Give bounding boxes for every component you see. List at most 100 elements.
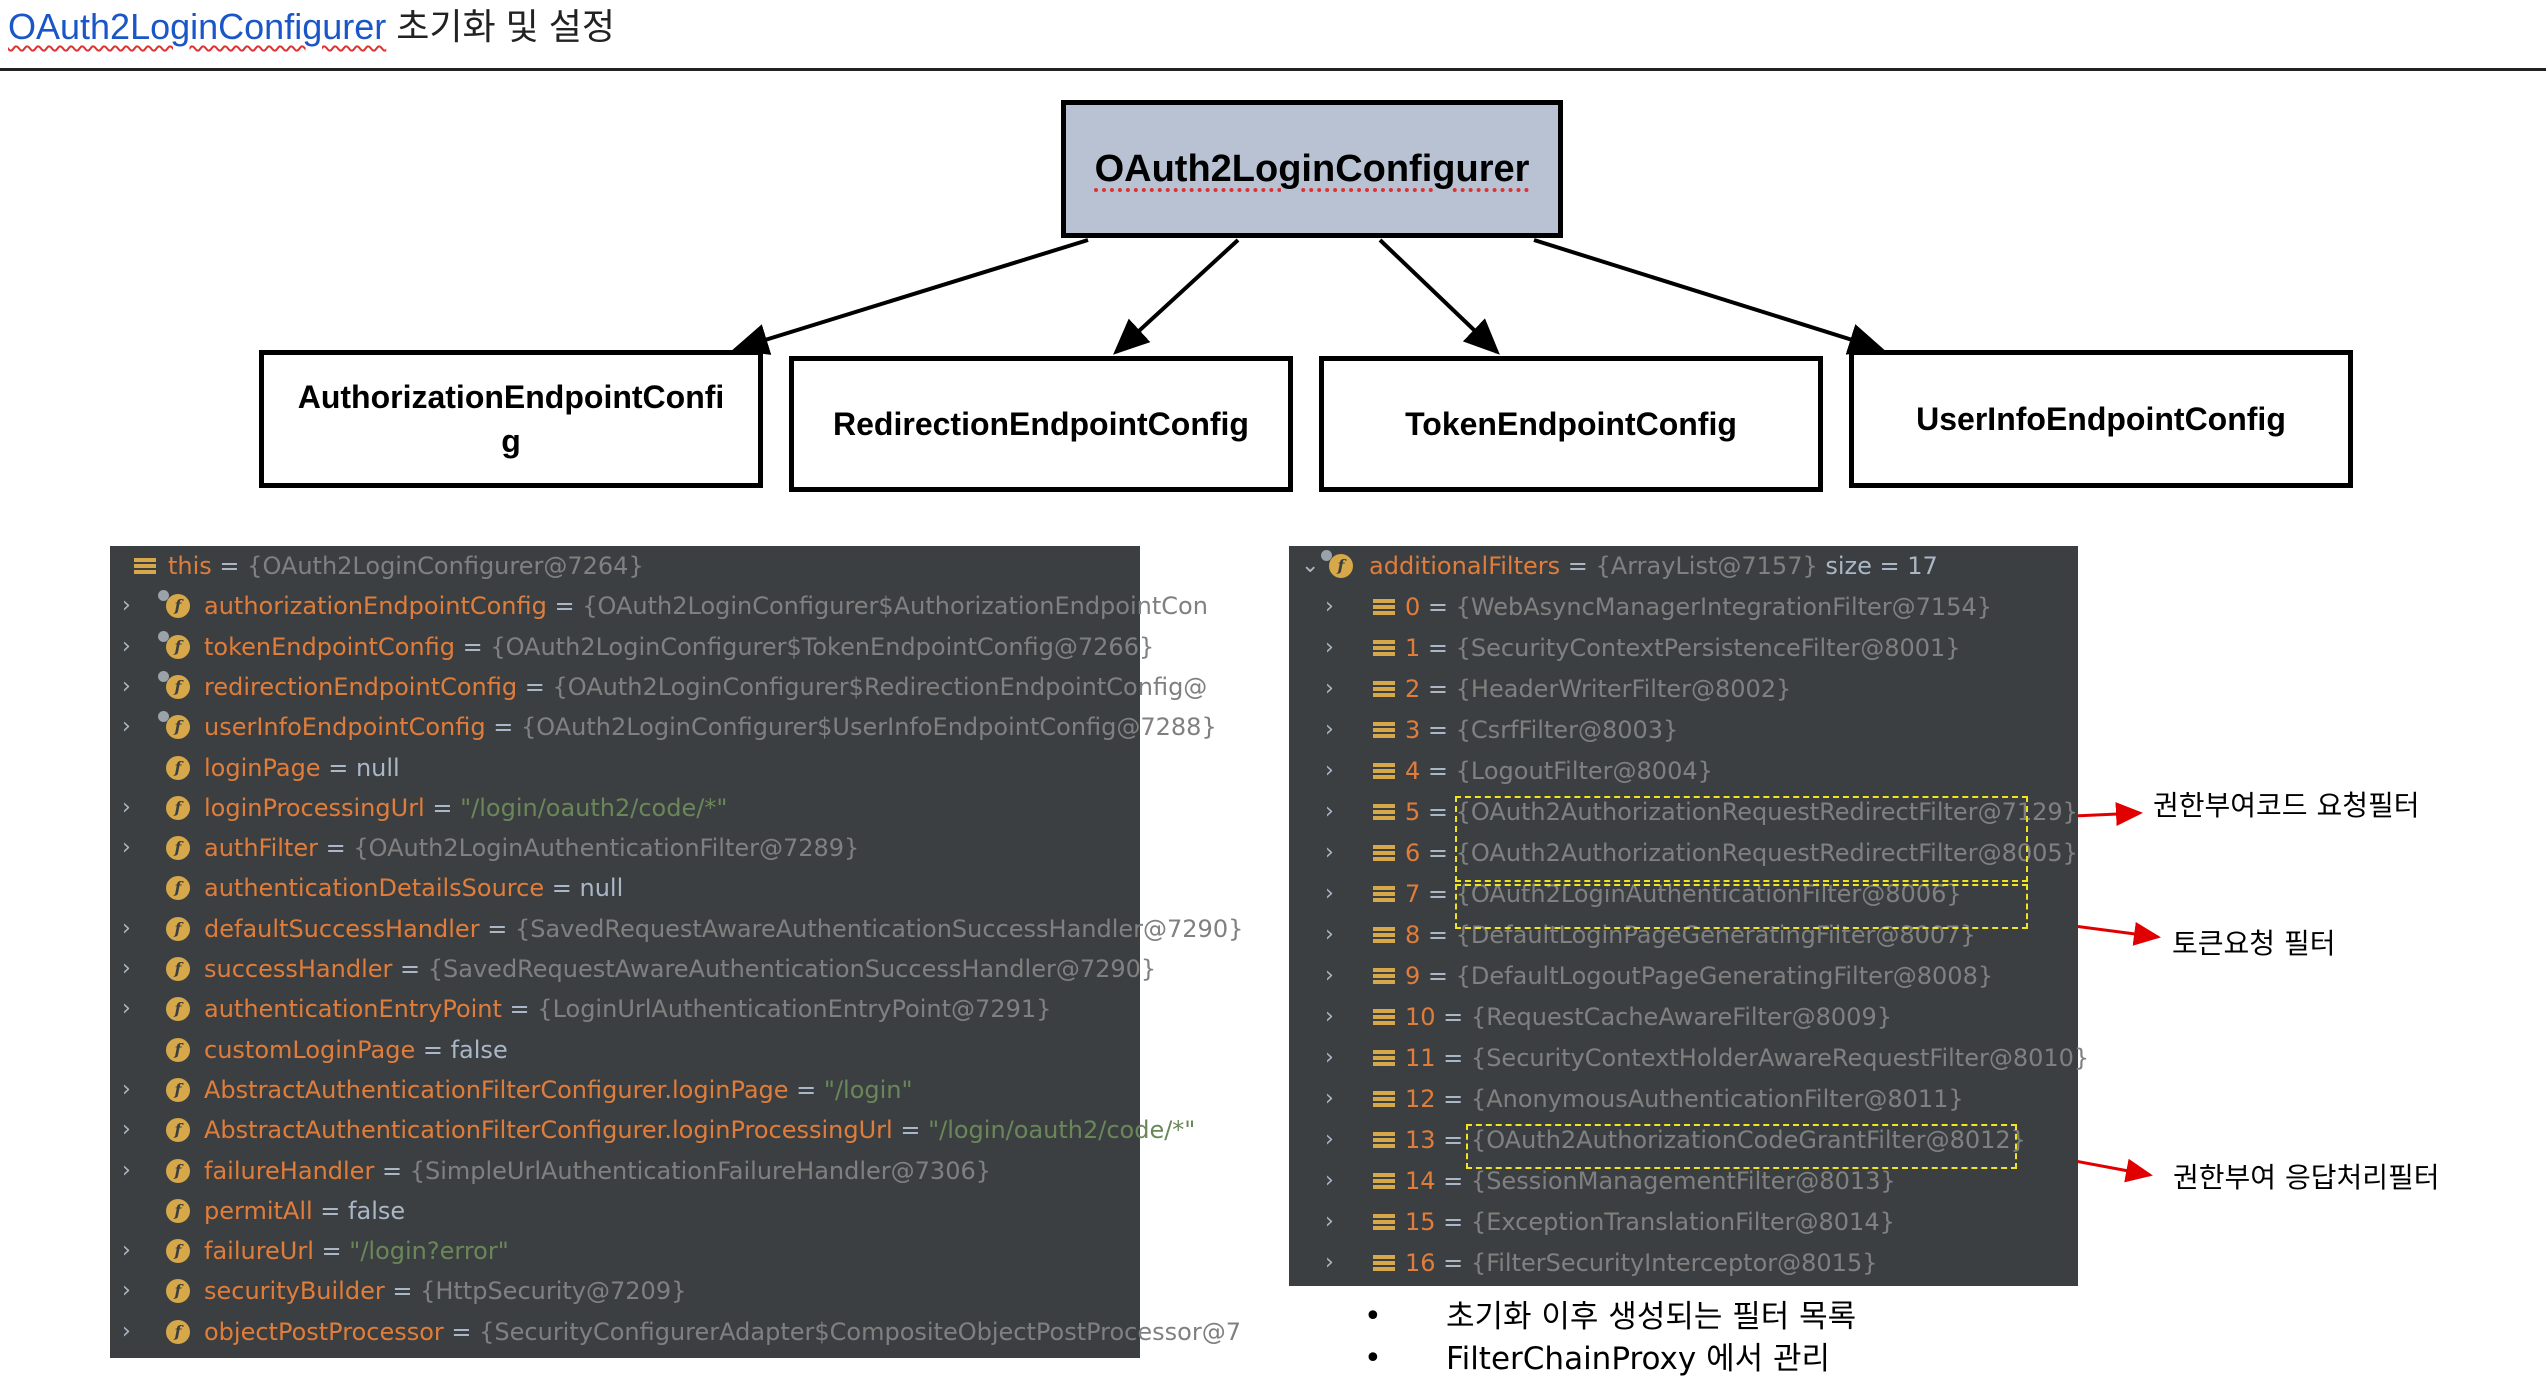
- variable-name: objectPostProcessor: [204, 1317, 444, 1346]
- expand-chevron-icon[interactable]: ›: [1325, 798, 1334, 824]
- list-icon: [134, 558, 156, 574]
- expand-chevron-icon[interactable]: ›: [122, 673, 131, 699]
- connector-to-token: [1378, 238, 1500, 355]
- equals-sign: =: [317, 834, 354, 863]
- expand-chevron-icon[interactable]: ›: [1325, 634, 1334, 660]
- field-icon: f: [166, 836, 190, 861]
- expand-chevron-icon[interactable]: ›: [1325, 839, 1334, 865]
- field-icon: f: [166, 1158, 190, 1183]
- filter-index: 0: [1405, 592, 1421, 621]
- expand-chevron-icon[interactable]: ›: [122, 1278, 131, 1304]
- field-icon: f: [166, 1198, 190, 1223]
- filter-index: 5: [1405, 797, 1421, 826]
- field-icon: f: [166, 674, 190, 699]
- equals-sign: =: [1420, 756, 1456, 785]
- field-icon: f: [166, 1037, 190, 1062]
- field-icon: f: [166, 634, 190, 659]
- userinfo-endpoint-config-label: UserInfoEndpointConfig: [1916, 401, 2286, 437]
- expand-chevron-icon[interactable]: ›: [1325, 1249, 1334, 1275]
- variable-name: tokenEndpointConfig: [204, 632, 455, 661]
- filter-value: {OAuth2AuthorizationRequestRedirectFilte…: [1455, 838, 2078, 867]
- expand-chevron-icon[interactable]: ›: [1325, 593, 1334, 619]
- list-icon: [1373, 721, 1395, 738]
- list-icon: [1373, 885, 1395, 902]
- variable-name: loginPage: [204, 753, 321, 782]
- token-endpoint-config-box: TokenEndpointConfig: [1319, 356, 1823, 492]
- expand-chevron-icon[interactable]: ›: [1325, 675, 1334, 701]
- equals-sign: =: [501, 995, 538, 1024]
- filter-index: 9: [1405, 961, 1421, 990]
- expand-chevron-icon[interactable]: ›: [1325, 1085, 1334, 1111]
- filter-value: {SecurityContextHolderAwareRequestFilter…: [1470, 1043, 2090, 1072]
- expand-chevron-icon[interactable]: ›: [1325, 716, 1334, 742]
- expand-chevron-icon[interactable]: ›: [1325, 1126, 1334, 1152]
- filter-index: 4: [1405, 756, 1421, 785]
- filter-index: 6: [1405, 838, 1421, 867]
- equals-sign: =: [892, 1116, 929, 1145]
- equals-sign: =: [788, 1075, 824, 1104]
- equals-sign: =: [443, 1317, 480, 1346]
- variable-name: securityBuilder: [204, 1277, 385, 1306]
- annotation-token-request: 토큰요청 필터: [2172, 927, 2336, 960]
- expand-chevron-icon[interactable]: ›: [122, 714, 131, 740]
- expand-chevron-icon[interactable]: ›: [1325, 1167, 1334, 1193]
- expand-chevron-icon[interactable]: ›: [1325, 962, 1334, 988]
- filter-index: 2: [1405, 674, 1421, 703]
- filter-value: {DefaultLogoutPageGeneratingFilter@8008}: [1455, 961, 1994, 990]
- field-icon: f: [1329, 554, 1353, 578]
- equals-sign: =: [1420, 920, 1456, 949]
- expand-chevron-icon[interactable]: ›: [122, 956, 131, 981]
- expand-chevron-icon[interactable]: ›: [122, 1318, 131, 1344]
- expand-chevron-icon[interactable]: ›: [1325, 1044, 1334, 1070]
- variable-name: defaultSuccessHandler: [204, 914, 480, 943]
- variable-name: failureHandler: [204, 1156, 375, 1185]
- variable-name: failureUrl: [204, 1237, 314, 1266]
- collapse-chevron-icon[interactable]: ⌄: [1301, 553, 1320, 578]
- additional-filters-panel[interactable]: ⌄ f additionalFilters = {ArrayList@7157}…: [1289, 546, 2089, 1286]
- title-divider: [0, 68, 2546, 71]
- equals-sign: =: [544, 874, 580, 903]
- filter-index: 14: [1405, 1166, 1436, 1195]
- expand-chevron-icon[interactable]: ›: [122, 996, 131, 1022]
- equals-sign: =: [1435, 1002, 1471, 1031]
- variable-name: successHandler: [204, 955, 393, 983]
- expand-chevron-icon[interactable]: ›: [122, 835, 131, 861]
- expand-chevron-icon[interactable]: ›: [122, 915, 131, 941]
- equals-sign: =: [1420, 674, 1456, 703]
- list-icon: [1373, 1049, 1395, 1066]
- lock-icon: [158, 590, 169, 602]
- filter-index: 1: [1405, 633, 1421, 662]
- equals-sign: =: [1435, 1043, 1471, 1072]
- equals-sign: =: [517, 672, 553, 701]
- expand-chevron-icon[interactable]: ›: [122, 633, 131, 659]
- field-icon: f: [166, 795, 190, 820]
- variable-name: userInfoEndpointConfig: [204, 713, 486, 742]
- filter-index: 15: [1405, 1207, 1436, 1236]
- expand-chevron-icon[interactable]: ›: [1325, 1208, 1334, 1234]
- expand-chevron-icon[interactable]: ›: [122, 1157, 131, 1183]
- expand-chevron-icon[interactable]: ›: [1325, 880, 1334, 906]
- equals-sign: =: [424, 793, 461, 822]
- filter-index: 3: [1405, 715, 1421, 744]
- connector-to-redirection: [1113, 238, 1240, 355]
- expand-chevron-icon[interactable]: ›: [122, 1076, 131, 1102]
- variable-name: authFilter: [204, 834, 318, 863]
- filter-value: {AnonymousAuthenticationFilter@8011}: [1470, 1084, 1964, 1113]
- expand-chevron-icon[interactable]: ›: [1325, 921, 1334, 947]
- expand-chevron-icon[interactable]: ›: [122, 593, 131, 619]
- expand-chevron-icon[interactable]: ›: [122, 794, 131, 820]
- field-icon: f: [166, 594, 190, 619]
- equals-sign: =: [1420, 633, 1456, 662]
- filter-index: 8: [1405, 920, 1421, 949]
- list-icon: [1373, 680, 1395, 697]
- variable-name: authenticationEntryPoint: [204, 995, 502, 1024]
- variable-value: {OAuth2LoginConfigurer$TokenEndpointConf…: [490, 632, 1155, 661]
- expand-chevron-icon[interactable]: ›: [122, 1238, 131, 1264]
- expand-chevron-icon[interactable]: ›: [122, 1117, 131, 1143]
- variable-value: {SecurityConfigurerAdapter$CompositeObje…: [479, 1317, 1241, 1346]
- expand-chevron-icon[interactable]: ›: [1325, 1003, 1334, 1029]
- filter-value: {FilterSecurityInterceptor@8015}: [1470, 1248, 1878, 1277]
- equals-sign: =: [1420, 961, 1456, 990]
- expand-chevron-icon[interactable]: ›: [1325, 757, 1334, 783]
